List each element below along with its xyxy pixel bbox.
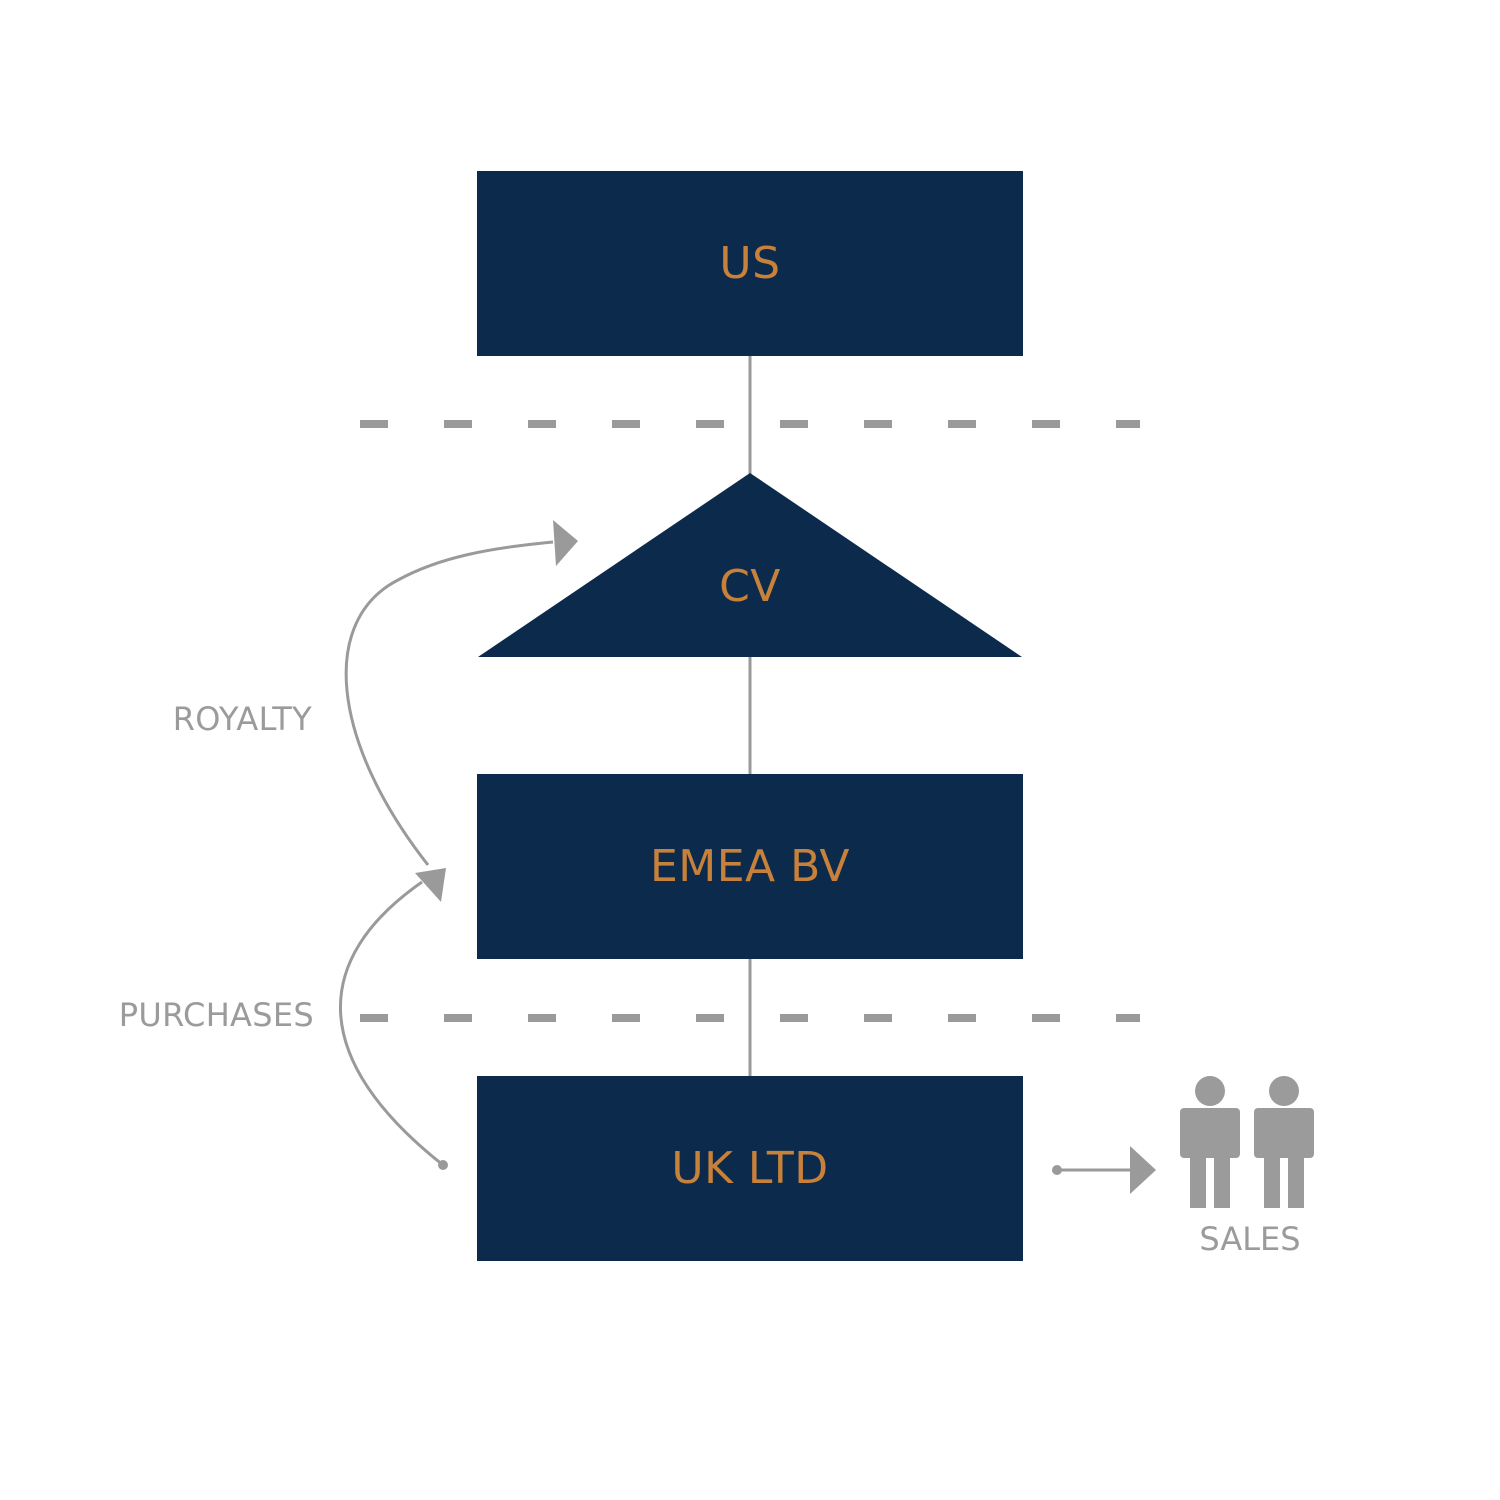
uk-entity-box: UK LTD xyxy=(477,1076,1023,1261)
us-entity-label: US xyxy=(719,238,781,289)
sales-label: SALES xyxy=(1199,1220,1301,1258)
cv-entity-label-wrap: CV xyxy=(477,556,1023,616)
purchases-arrow xyxy=(338,880,444,1167)
cv-entity-triangle xyxy=(478,473,1022,657)
purchases-arrowhead xyxy=(415,868,446,902)
person-icon xyxy=(1254,1076,1314,1208)
sales-arrowhead xyxy=(1130,1146,1156,1194)
cv-entity-label: CV xyxy=(719,560,781,612)
person-icon xyxy=(1180,1076,1240,1208)
us-entity-box: US xyxy=(477,171,1023,356)
royalty-arrow xyxy=(344,540,554,866)
uk-entity-label: UK LTD xyxy=(671,1143,829,1194)
two-people-icon xyxy=(1180,1076,1314,1208)
emea-entity-label: EMEA BV xyxy=(649,841,851,892)
royalty-label: ROYALTY xyxy=(172,700,312,738)
royalty-arrowhead xyxy=(553,520,578,566)
purchases-label: PURCHASES xyxy=(118,996,314,1034)
emea-entity-box: EMEA BV xyxy=(477,774,1023,959)
